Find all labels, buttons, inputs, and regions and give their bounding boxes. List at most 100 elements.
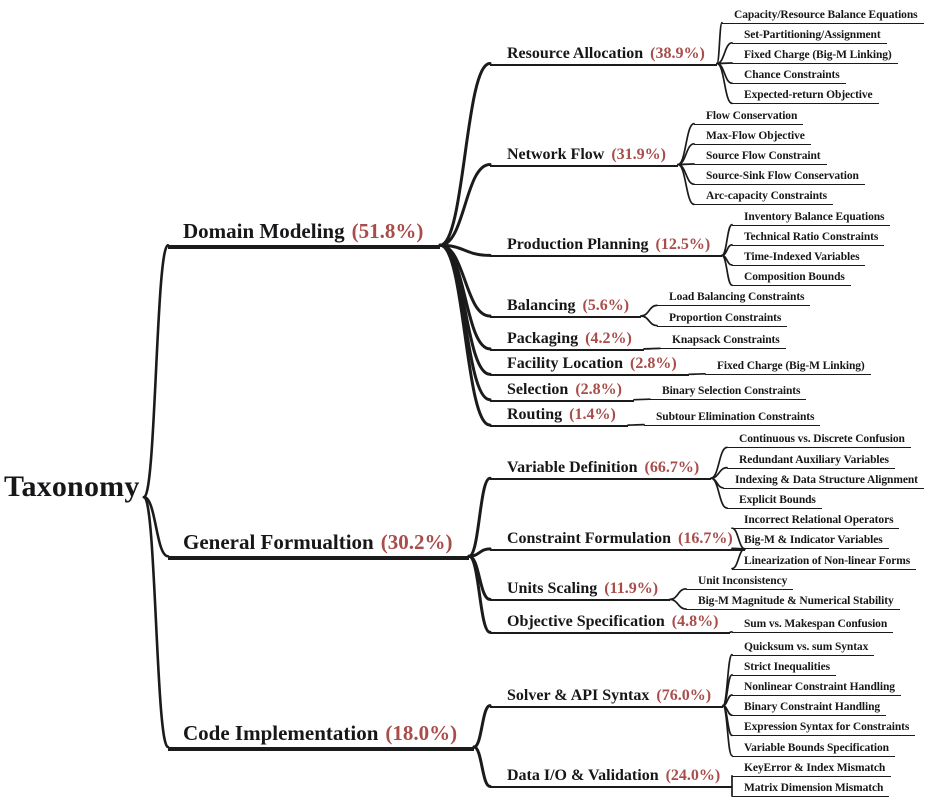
topic-packaging: Packaging(4.2%) <box>490 328 644 351</box>
connector-line <box>438 163 492 247</box>
leaf-capacity-resource-balance-equations: Capacity/Resource Balance Equations <box>722 8 924 24</box>
leaf-knapsack-constraints: Knapsack Constraints <box>660 333 786 350</box>
leaf-label: Flow Conservation <box>706 109 798 122</box>
leaf-variable-bounds-specification: Variable Bounds Specification <box>732 741 895 757</box>
connector-line <box>643 347 661 350</box>
leaf-label: Indexing & Data Structure Alignment <box>735 473 918 486</box>
connector-line <box>716 62 733 105</box>
connector-line <box>729 630 733 634</box>
leaf-proportion-constraints: Proportion Constraints <box>657 311 788 327</box>
leaf-load-balancing-constraints: Load Balancing Constraints <box>657 290 811 307</box>
leaf-label: Big-M Magnitude & Numerical Stability <box>698 595 894 607</box>
leaf-fixed-charge-big-m-linking: Fixed Charge (Big-M Linking) <box>732 48 898 64</box>
percentage: (5.6%) <box>582 297 630 314</box>
node-label: Facility Location <box>507 355 623 373</box>
connector-line <box>722 704 733 757</box>
leaf-binary-constraint-handling: Binary Constraint Handling <box>732 700 887 717</box>
topic-production-planning: Production Planning (12.5%) <box>490 234 723 258</box>
branch-domain-modeling: Domain Modeling(51.8%) <box>168 218 441 250</box>
node-label: Data I/O & Validation <box>507 767 659 785</box>
connector-line <box>640 304 658 317</box>
leaf-label: Redundant Auxiliary Variables <box>739 453 889 466</box>
leaf-label: Variable Bounds Specification <box>744 741 889 754</box>
connector-line <box>688 372 706 376</box>
leaf-label: Composition Bounds <box>744 271 845 284</box>
leaf-composition-bounds: Composition Bounds <box>732 270 851 287</box>
leaf-time-indexed-variables: Time-Indexed Variables <box>732 250 866 266</box>
topic-units-scaling: Units Scaling(11.9%) <box>490 578 671 602</box>
topic-balancing: Balancing (5.6%) <box>490 295 642 318</box>
leaf-max-flow-objective: Max-Flow Objective <box>694 129 811 145</box>
leaf-source-flow-constraint: Source Flow Constraint <box>694 149 827 165</box>
leaf-keyerror-index-mismatch: KeyError & Index Mismatch <box>732 761 892 777</box>
percentage: (24.0%) <box>665 767 721 785</box>
leaf-expression-syntax-for-constraints: Expression Syntax for Constraints <box>732 720 916 737</box>
leaf-label: Sum vs. Makespan Confusion <box>744 617 888 630</box>
leaf-arc-capacity-constraints: Arc-capacity Constraints <box>694 189 833 206</box>
connector-line <box>677 163 695 206</box>
leaf-label: Nonlinear Constraint Handling <box>744 681 895 693</box>
leaf-label: Time-Indexed Variables <box>744 251 860 263</box>
connector-line <box>721 254 733 287</box>
leaf-label: Strict Inequalities <box>744 660 830 673</box>
percentage: (4.8%) <box>671 613 719 631</box>
leaf-label: Proportion Constraints <box>669 311 782 324</box>
leaf-label: Source Flow Constraint <box>706 150 821 162</box>
leaf-linearization-of-non-linear-forms: Linearization of Non-linear Forms <box>732 554 917 570</box>
node-label: Objective Specification <box>507 613 665 631</box>
connector-line <box>472 745 492 788</box>
percentage: (4.2%) <box>585 329 632 347</box>
leaf-inventory-balance-equations: Inventory Balance Equations <box>732 210 891 226</box>
leaf-label: Expression Syntax for Constraints <box>744 721 910 734</box>
leaf-explicit-bounds: Explicit Bounds <box>727 493 822 509</box>
leaf-strict-inequalities: Strict Inequalities <box>732 660 836 676</box>
leaf-set-partitioning-assignment: Set-Partitioning/Assignment <box>732 28 887 44</box>
node-label: Resource Allocation <box>507 44 644 62</box>
connector-line <box>633 398 651 401</box>
leaf-label: Binary Constraint Handling <box>744 701 881 714</box>
leaf-label: Knapsack Constraints <box>672 334 780 347</box>
connector-line <box>438 243 492 427</box>
leaf-technical-ratio-constraints: Technical Ratio Constraints <box>732 230 885 246</box>
connector-line <box>142 495 170 749</box>
leaf-label: Fixed Charge (Big-M Linking) <box>717 359 865 372</box>
branch-general-formualtion: General Formualtion(30.2%) <box>168 529 470 561</box>
percentage: (2.8%) <box>629 355 677 373</box>
node-label: Variable Definition <box>507 459 638 477</box>
node-label: Balancing <box>507 297 576 314</box>
branch-code-implementation: Code Implementation(18.0%) <box>168 720 475 751</box>
leaf-source-sink-flow-conservation: Source-Sink Flow Conservation <box>694 169 865 186</box>
leaf-indexing-data-structure-alignment: Indexing & Data Structure Alignment <box>723 473 924 489</box>
leaf-chance-constraints: Chance Constraints <box>732 68 846 85</box>
connector-line <box>640 315 658 327</box>
percentage: (30.2%) <box>380 530 453 555</box>
percentage: (18.0%) <box>385 721 458 745</box>
leaf-sum-vs-makespan-confusion: Sum vs. Makespan Confusion <box>732 617 894 633</box>
leaf-label: Subtour Elimination Constraints <box>656 410 815 423</box>
connector-line <box>627 423 645 426</box>
percentage: (12.5%) <box>655 236 711 254</box>
percentage: (1.4%) <box>569 406 616 424</box>
connector-line <box>472 704 492 749</box>
percentage: (2.8%) <box>575 380 622 398</box>
leaf-label: Big-M & Indicator Variables <box>744 534 883 547</box>
node-label: Production Planning <box>507 236 649 254</box>
leaf-label: Quicksum vs. sum Syntax <box>744 640 869 653</box>
leaf-subtour-elimination-constraints: Subtour Elimination Constraints <box>644 410 821 426</box>
connector-line <box>467 554 492 634</box>
leaf-label: Capacity/Resource Balance Equations <box>734 8 918 21</box>
topic-network-flow: Network Flow(31.9%) <box>490 144 678 167</box>
connector-line <box>467 476 492 558</box>
percentage: (38.9%) <box>650 44 705 62</box>
connector-line <box>710 477 728 509</box>
leaf-nonlinear-constraint-handling: Nonlinear Constraint Handling <box>732 680 901 696</box>
node-label: Network Flow <box>507 145 605 163</box>
leaf-unit-inconsistency: Unit Inconsistency <box>686 574 794 590</box>
leaf-binary-selection-constraints: Binary Selection Constraints <box>650 384 807 401</box>
leaf-redundant-auxiliary-variables: Redundant Auxiliary Variables <box>727 453 895 469</box>
topic-facility-location: Facility Location (2.8%) <box>490 353 689 377</box>
leaf-label: Matrix Dimension Mismatch <box>744 782 884 794</box>
leaf-label: Explicit Bounds <box>739 494 816 506</box>
leaf-continuous-vs-discrete-confusion: Continuous vs. Discrete Confusion <box>727 432 911 449</box>
